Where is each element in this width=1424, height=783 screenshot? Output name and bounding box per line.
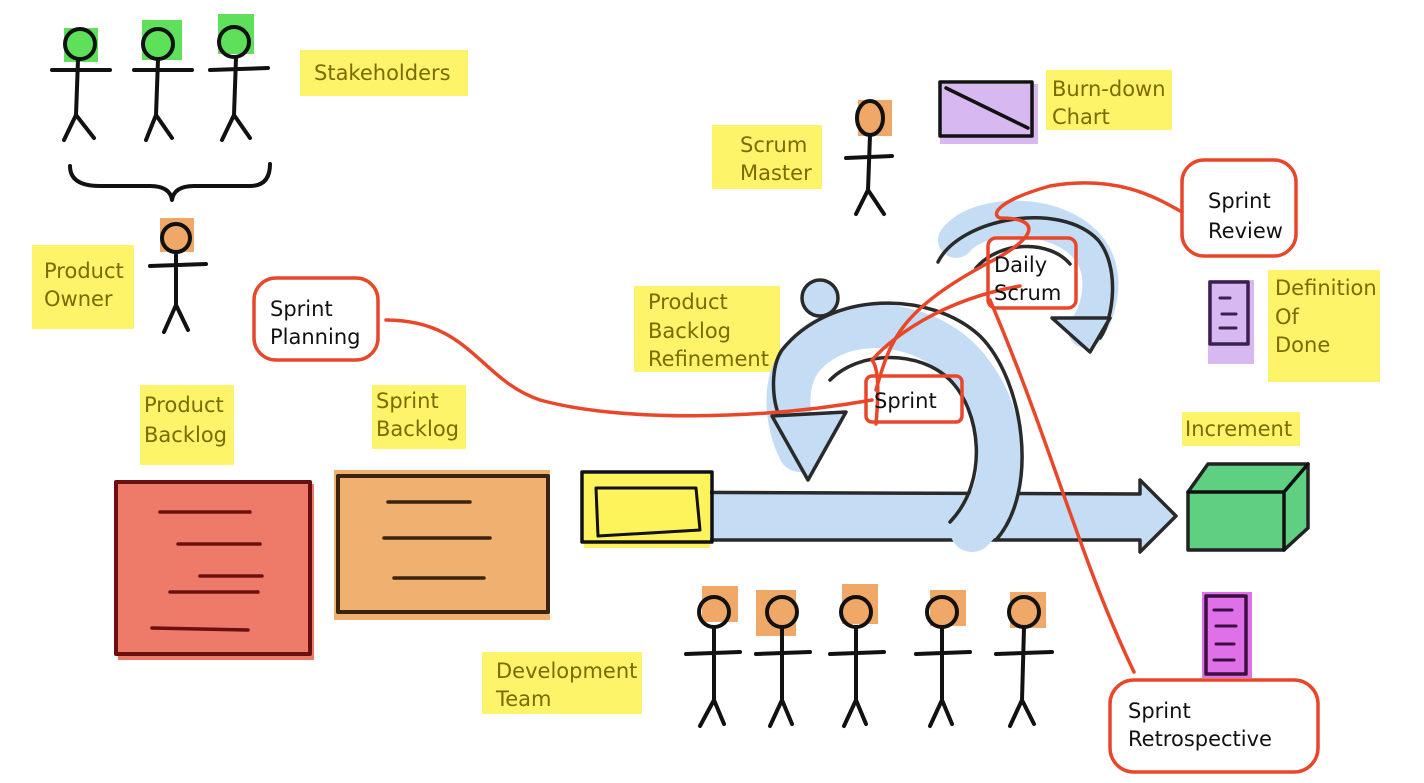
developer-figure-3 <box>828 584 886 728</box>
stakeholder-figure-3 <box>208 14 270 142</box>
svg-text:Refinement: Refinement <box>648 347 769 371</box>
daily-scrum-callout: Daily Scrum <box>986 236 1078 310</box>
developer-figure-5 <box>994 592 1054 728</box>
svg-text:Team: Team <box>495 687 552 711</box>
svg-text:Development: Development <box>496 659 637 683</box>
product-backlog-label: Product Backlog <box>140 385 234 465</box>
sprint-retrospective-callout: Sprint Retrospective <box>1108 678 1320 774</box>
svg-text:Sprint: Sprint <box>376 389 439 413</box>
event-connector-lines <box>384 181 1184 674</box>
definition-of-done-icon <box>1208 280 1254 364</box>
burndown-chart-icon <box>938 80 1038 144</box>
sprint-review-callout: Sprint Review <box>1180 158 1298 258</box>
sprint-start-box-icon <box>580 470 714 548</box>
increment-label: Increment <box>1182 412 1300 446</box>
developer-figure-2 <box>754 590 812 728</box>
svg-text:Backlog: Backlog <box>144 423 227 447</box>
sprint-cycle-arrow <box>588 200 1178 554</box>
svg-text:Scrum: Scrum <box>994 281 1061 305</box>
developer-figure-1 <box>684 586 742 728</box>
svg-text:Planning: Planning <box>270 325 360 349</box>
retrospective-document-icon <box>1202 592 1252 678</box>
stakeholder-figure-2 <box>132 20 194 142</box>
scrum-master-figure <box>844 99 894 216</box>
development-team-label: Development Team <box>482 652 642 714</box>
svg-text:Increment: Increment <box>1185 417 1292 441</box>
sprint-planning-callout: Sprint Planning <box>252 276 380 362</box>
refinement-label: Product Backlog Refinement <box>634 286 780 372</box>
svg-text:Master: Master <box>740 161 812 185</box>
increment-box-icon <box>1186 462 1310 552</box>
svg-text:Chart: Chart <box>1052 105 1110 129</box>
sprint-callout: Sprint <box>864 374 964 424</box>
svg-text:Sprint: Sprint <box>874 389 937 413</box>
svg-text:Burn-down: Burn-down <box>1052 77 1166 101</box>
svg-text:Of: Of <box>1275 305 1300 329</box>
svg-text:Product: Product <box>648 290 728 314</box>
svg-text:Backlog: Backlog <box>648 319 731 343</box>
svg-text:Product: Product <box>144 393 224 417</box>
svg-text:Scrum: Scrum <box>740 133 807 157</box>
svg-text:Product: Product <box>44 259 124 283</box>
svg-text:Done: Done <box>1275 333 1330 357</box>
product-backlog-icon <box>114 480 314 660</box>
product-owner-label: Product Owner <box>32 245 134 329</box>
svg-text:Daily: Daily <box>994 253 1047 277</box>
svg-text:Retrospective: Retrospective <box>1128 727 1272 751</box>
svg-text:Owner: Owner <box>44 287 113 311</box>
svg-text:Review: Review <box>1208 219 1283 243</box>
svg-text:Sprint: Sprint <box>1128 699 1191 723</box>
svg-text:Sprint: Sprint <box>1208 189 1271 213</box>
product-owner-figure <box>148 218 208 334</box>
stakeholder-figure-1 <box>50 27 112 142</box>
definition-of-done-label: Definition Of Done <box>1268 270 1380 382</box>
burndown-label: Burn-down Chart <box>1046 70 1172 130</box>
scrum-master-label: Scrum Master <box>712 125 822 189</box>
stakeholders-label: Stakeholders <box>300 50 468 96</box>
developer-figure-4 <box>914 590 972 728</box>
svg-text:Backlog: Backlog <box>376 417 459 441</box>
stakeholders-brace <box>68 162 272 202</box>
svg-text:Definition: Definition <box>1275 276 1377 300</box>
sprint-backlog-label: Sprint Backlog <box>372 385 466 449</box>
sprint-backlog-icon <box>334 470 550 620</box>
svg-text:Stakeholders: Stakeholders <box>314 61 451 85</box>
svg-text:Sprint: Sprint <box>270 297 333 321</box>
